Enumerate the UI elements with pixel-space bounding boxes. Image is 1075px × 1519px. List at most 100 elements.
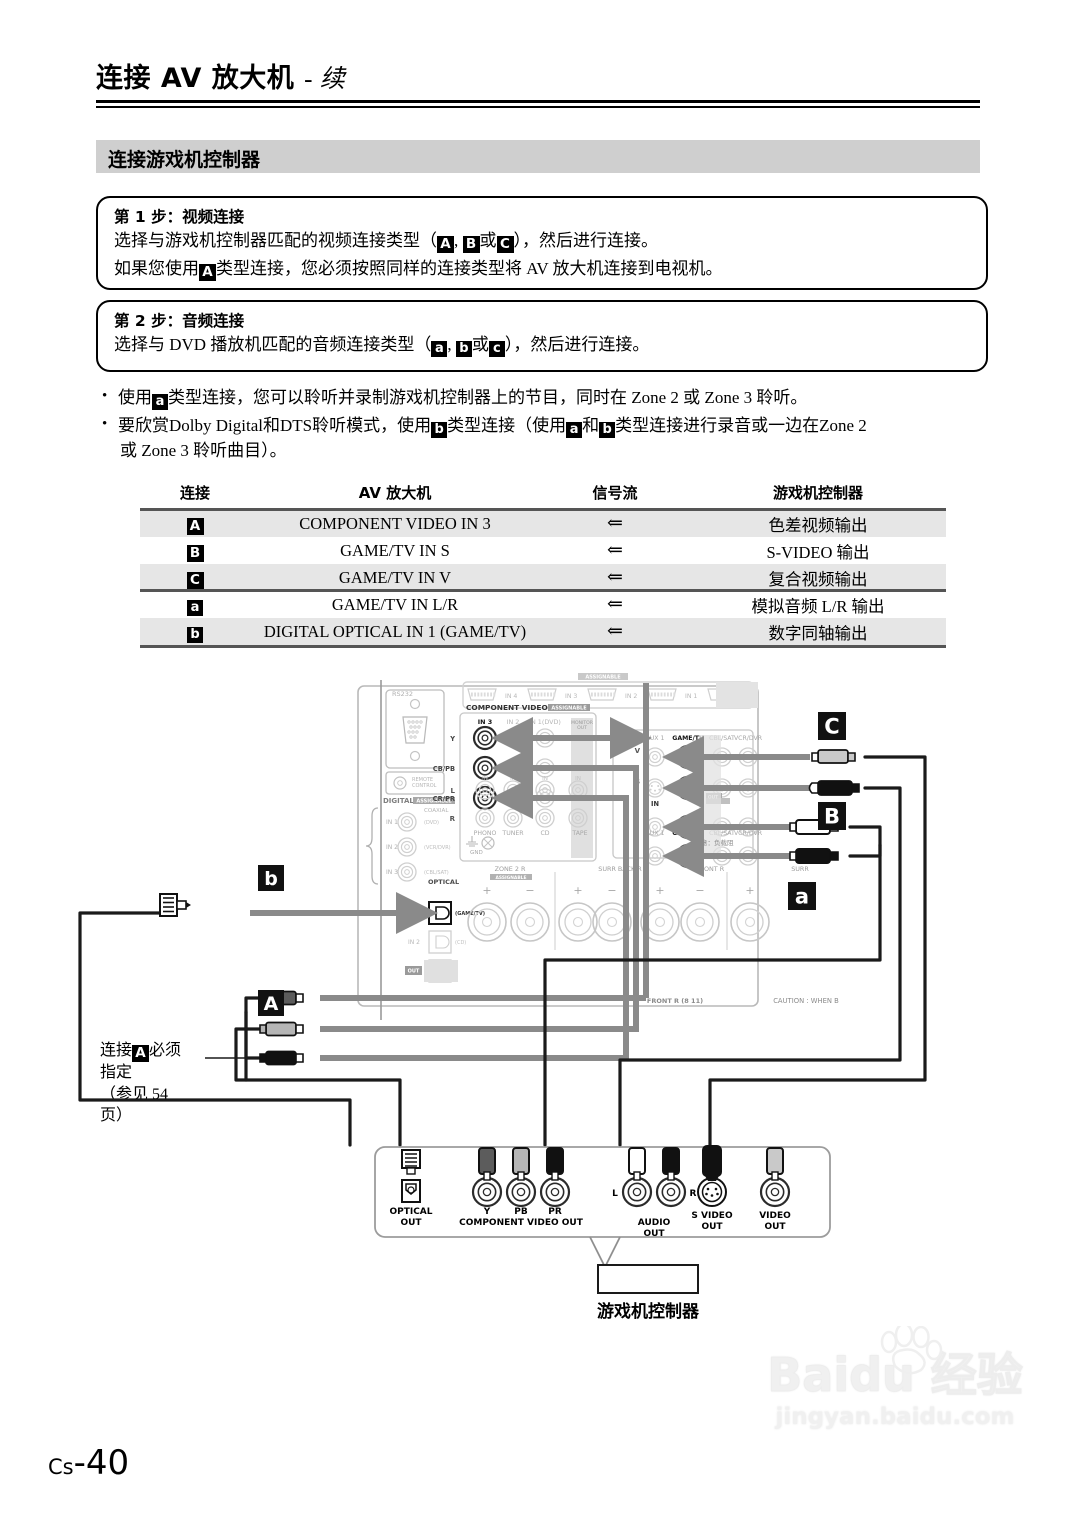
av-col-head-bot: VCR/DVR — [734, 830, 763, 837]
table-rule-top — [140, 508, 946, 511]
rca-jack — [475, 808, 495, 828]
av-col-head-bot: AUX 1 — [646, 830, 665, 837]
bullet-2-line-2: 或 Zone 3 聆听曲目）。 — [120, 440, 287, 460]
speaker-terminal — [730, 902, 770, 942]
page-number-prefix: Cs — [48, 1455, 74, 1479]
console-component-group: COMPONENT VIDEO OUT — [459, 1218, 584, 1228]
analog-col-label: TUNER — [501, 830, 524, 837]
chip-a-lower-b1: a — [152, 394, 168, 410]
cv-col-head: IN 3 — [478, 718, 492, 726]
speaker-group-label: FRONT R — [696, 865, 725, 873]
chip-A: A — [186, 517, 204, 535]
console-jack-label: PR — [548, 1207, 562, 1217]
svg-text:RS232: RS232 — [392, 690, 413, 698]
svg-text:CONTROL: CONTROL — [412, 783, 437, 789]
svg-text:游戏机控制器: 游戏机控制器 — [597, 1301, 700, 1322]
col-header-signal-flow: 信号流 — [592, 484, 638, 502]
assignable-note-part-a: 连接 — [100, 1042, 133, 1059]
bullet-dot: • — [102, 388, 108, 404]
av-col-head-bot: CBL/SAT — [709, 830, 735, 837]
svg-text:R: R — [450, 815, 456, 823]
svg-text:MONITOR: MONITOR — [571, 720, 594, 726]
rca-jack — [397, 837, 417, 857]
console-jack-label: OUT — [400, 1218, 422, 1228]
hdmi-label: IN 1 — [685, 693, 697, 700]
coax-src-label: (CBL/SAT) — [424, 870, 449, 876]
step-1-line2-part-b: 类型连接，您必须按照同样的连接类型将 AV 放大机连接到电视机。 — [216, 259, 723, 278]
cell-signal-flow: ⇐ — [540, 564, 690, 591]
speaker-polarity: − — [695, 884, 704, 897]
opt-in-label: IN 2 — [408, 939, 420, 946]
col-header-device: 游戏机控制器 — [772, 484, 863, 502]
rca-jack — [472, 785, 498, 811]
hdmi-label: IN 3 — [565, 693, 577, 700]
rca-jack — [503, 808, 523, 828]
bullet-2-part-c: 和 — [582, 416, 600, 435]
page-number-value: -40 — [73, 1443, 130, 1483]
page-title-text: 连接 AV 放大机 — [96, 63, 295, 94]
analog-col-label: PHONO — [474, 830, 497, 837]
svg-text:C: C — [824, 714, 839, 738]
console-jack-label: PB — [514, 1207, 528, 1217]
table-rule-bottom — [140, 645, 946, 648]
assignable-note-line-4: 页） — [100, 1107, 133, 1125]
console-jack-label: AUDIO — [638, 1218, 671, 1228]
bullet-2-part-a: 要欣赏Dolby Digital和DTS聆听模式，使用 — [118, 416, 432, 435]
speaker-assignable: ASSIGNABLE — [496, 875, 527, 881]
console-jack-label: OUT — [701, 1222, 723, 1232]
step-1-line2-part-a: 如果您使用 — [114, 259, 199, 278]
chip-B: B — [186, 544, 204, 562]
svg-text:FRONT R (8 11): FRONT R (8 11) — [647, 997, 703, 1005]
chip-C: C — [186, 571, 204, 589]
cell-amplifier: DIGITAL OPTICAL IN 1 (GAME/TV) — [250, 618, 540, 645]
svg-text:A: A — [264, 993, 279, 1015]
cell-signal-flow: ⇐ — [540, 510, 690, 537]
console-jack-label: VIDEO — [759, 1211, 791, 1221]
table-rule-mid — [140, 589, 946, 592]
chip-a-upper: A — [437, 236, 454, 253]
step-1-line1-part-b: , — [454, 231, 459, 250]
cell-connection: a — [140, 591, 250, 618]
chip-b-lower-b2: b — [431, 422, 448, 438]
speaker-polarity: − — [607, 884, 616, 897]
watermark-sub: jingyan.baidu.com — [775, 1404, 1015, 1430]
rca-jack — [759, 1176, 791, 1208]
cell-amplifier: COMPONENT VIDEO IN 3 — [250, 510, 540, 537]
rca-jack — [397, 862, 417, 882]
rca-jack — [535, 808, 555, 828]
rca-jack — [472, 725, 498, 751]
audio-plug-r — [789, 848, 839, 864]
assignable-note-part-b: 必须 — [149, 1042, 182, 1059]
cell-device: 模拟音频 L/R 输出 — [751, 596, 885, 616]
svg-text:OPTICAL: OPTICAL — [428, 878, 459, 886]
chip-a-lower: a — [431, 341, 448, 357]
cell-signal-flow: ⇐ — [540, 618, 690, 645]
svg-text:COAXIAL: COAXIAL — [424, 808, 449, 814]
rca-jack — [621, 1176, 653, 1208]
svg-text:B: B — [824, 804, 840, 828]
connection-diagram: IN 4IN 3IN 2IN 1 ASSIGNABLE ASSIGNABLE R… — [0, 660, 1075, 1340]
badge-a: a — [788, 882, 816, 910]
hdmi-label: IN 4 — [505, 693, 517, 700]
chip-a-lower-b2: a — [566, 422, 583, 438]
cell-device: 数字同轴输出 — [690, 618, 946, 645]
rca-jack — [655, 1176, 687, 1208]
coax-in-label: IN 1 — [386, 819, 398, 826]
cell-connection: A — [140, 510, 250, 537]
console-jack-label: OUT — [764, 1222, 786, 1232]
step-1-line1-part-d: ），然后进行连接。 — [513, 231, 659, 250]
analog-in-label: IN — [575, 776, 581, 782]
console-jack-label: Y — [483, 1207, 491, 1217]
chip-c-lower: c — [488, 341, 505, 357]
